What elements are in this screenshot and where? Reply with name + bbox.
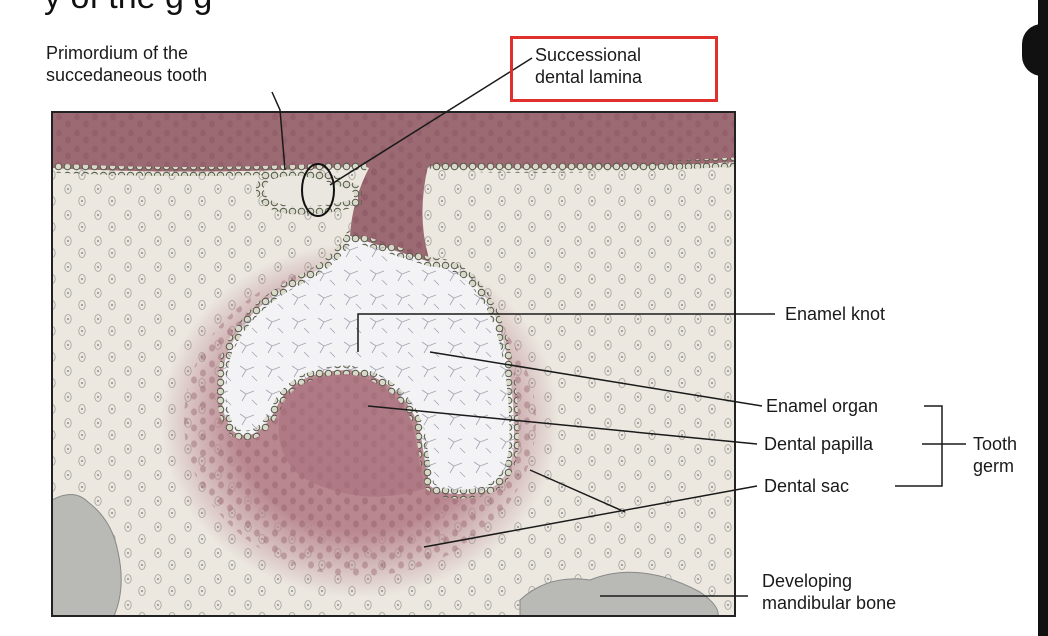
label-primordium: Primordium of the succedaneous tooth bbox=[46, 43, 208, 85]
tooth-germ-bracket bbox=[895, 405, 943, 487]
highlight-box bbox=[510, 36, 718, 102]
heading-fragment: y of the g g bbox=[44, 0, 212, 17]
label-dental-sac: Dental sac bbox=[764, 476, 850, 496]
bone-fragment-bottom bbox=[519, 571, 719, 616]
leader-lines bbox=[271, 57, 966, 597]
label-mandibular-bone: Developing mandibular bone bbox=[762, 571, 897, 613]
leader-dental-papilla bbox=[367, 405, 758, 445]
label-dental-papilla: Dental papilla bbox=[764, 434, 874, 454]
label-successional-lamina: Successional dental lamina bbox=[535, 45, 643, 87]
diagram-frame bbox=[51, 111, 736, 617]
leader-successional bbox=[329, 57, 533, 186]
leader-enamel-knot bbox=[357, 313, 775, 352]
leader-primordium bbox=[271, 91, 286, 171]
label-tooth-germ: Tooth germ bbox=[973, 434, 1018, 476]
lamina-circle-marker bbox=[301, 163, 335, 217]
leader-dental-sac-2 bbox=[529, 469, 626, 513]
leader-enamel-organ bbox=[429, 351, 763, 407]
scroll-handle[interactable] bbox=[1022, 24, 1048, 76]
leader-dental-sac bbox=[423, 485, 758, 548]
bone-fragment-left bbox=[52, 494, 122, 616]
label-enamel-organ: Enamel organ bbox=[766, 396, 879, 416]
label-enamel-knot: Enamel knot bbox=[785, 304, 886, 324]
window-edge bbox=[1038, 0, 1048, 636]
histology-illustration bbox=[52, 112, 735, 616]
dental-papilla-region bbox=[278, 374, 426, 497]
